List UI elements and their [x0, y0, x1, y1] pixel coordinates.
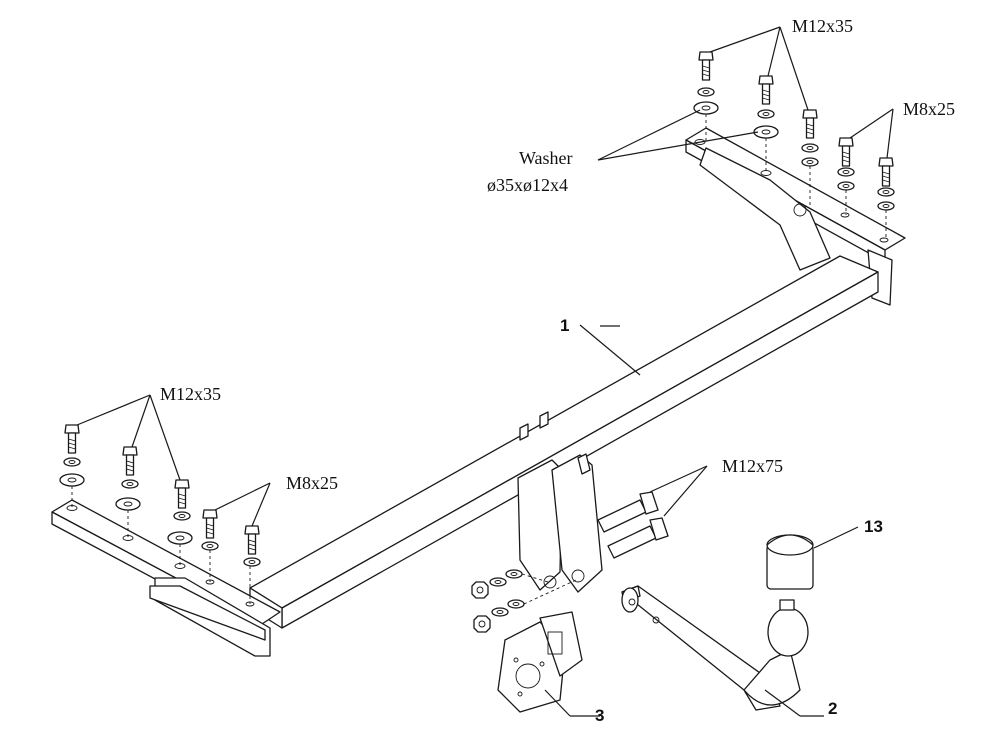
right-bolts — [693, 51, 895, 240]
left-bolts — [59, 424, 261, 604]
label-m12x75: M12x75 — [722, 456, 784, 476]
left-mounting-bracket — [51, 499, 281, 657]
right-mounting-bracket — [685, 127, 906, 306]
label-washer-line2: ø35xø12x4 — [487, 175, 568, 195]
label-m8x25-left: M8x25 — [286, 473, 339, 493]
label-part-3: 3 — [595, 706, 605, 725]
label-washer-line1: Washer — [519, 148, 573, 168]
socket-plate — [497, 611, 583, 713]
label-part-1: 1 — [560, 316, 570, 335]
ball-cover — [766, 534, 814, 590]
label-part-13: 13 — [864, 517, 883, 536]
label-m8x25-top: M8x25 — [903, 99, 956, 119]
ball-neck — [621, 585, 809, 711]
leader-lines — [76, 26, 894, 717]
main-crossbeam — [249, 255, 879, 629]
label-m12x35-left: M12x35 — [160, 384, 222, 404]
hitch-hanger-plates — [517, 453, 603, 593]
nuts-and-washers — [471, 569, 577, 633]
long-bolts — [597, 491, 669, 559]
label-m12x35-top: M12x35 — [792, 16, 854, 36]
label-part-2: 2 — [828, 699, 838, 718]
